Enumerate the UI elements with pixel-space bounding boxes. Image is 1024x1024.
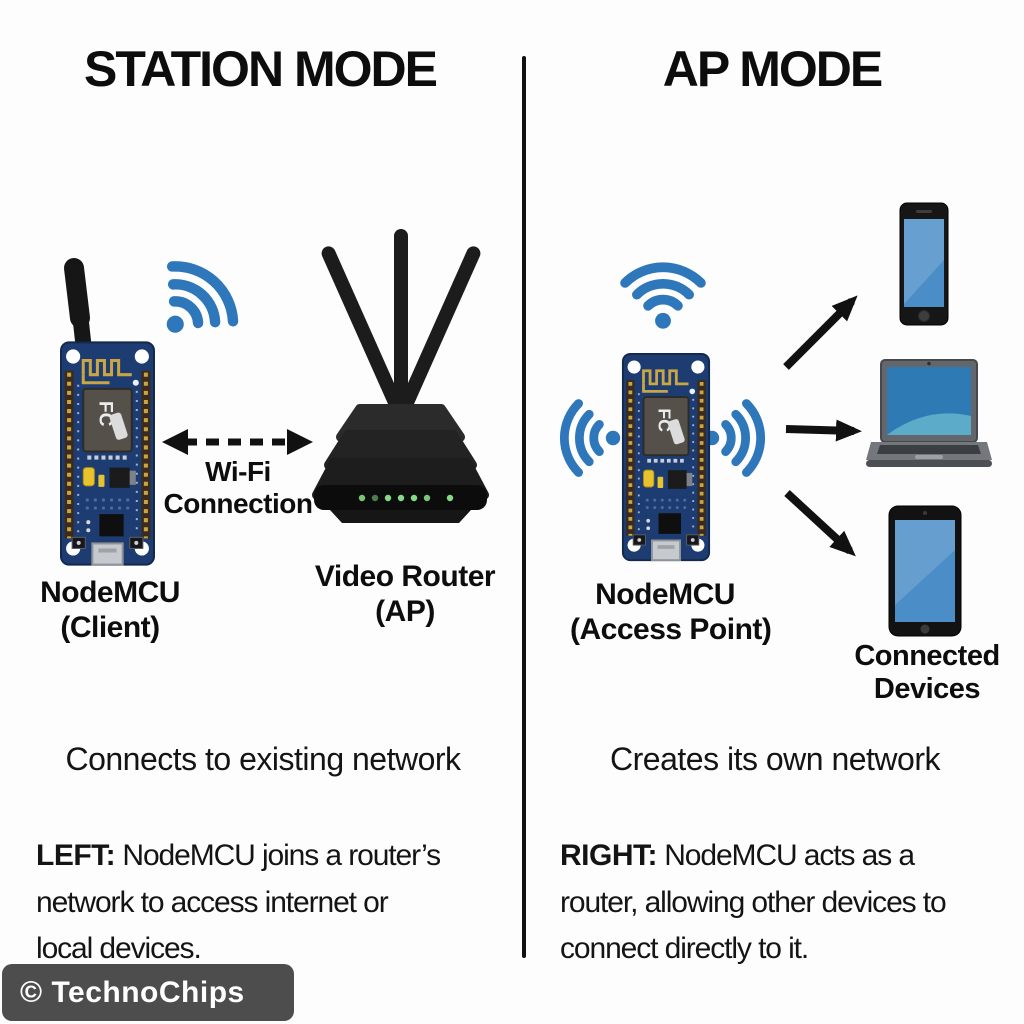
station-description-line1-text: NodeMCU joins a router’s (115, 839, 441, 872)
ap-wifi-left-icon (559, 399, 621, 477)
wifi-connection-line1: Wi-Fi (205, 456, 271, 487)
ap-label-line2: (Access Point) (570, 612, 772, 646)
ap-wifi-right-icon (704, 399, 766, 477)
station-description: LEFT: NodeMCU joins a router’s network t… (36, 833, 522, 973)
wifi-connection-line2: Connection (163, 488, 314, 520)
watermark-badge: © TechnoChips (2, 964, 294, 1021)
router-icon (312, 229, 489, 523)
wifi-connection-label: Wi-Fi Connection (158, 456, 318, 520)
ap-summary-text: Creates its own network (610, 741, 940, 777)
router-label-line1: Video Router (314, 560, 496, 593)
station-description-line1: LEFT: NodeMCU joins a router’s (36, 833, 522, 880)
connected-devices-line1: Connected (854, 640, 1000, 672)
station-description-line2: network to access internet or (36, 885, 389, 919)
vertical-divider (522, 56, 526, 958)
smartphone-icon (899, 202, 949, 326)
ap-description-line1: RIGHT: NodeMCU acts as a (560, 833, 1022, 880)
ap-label-line1: NodeMCU (595, 578, 735, 611)
ap-wifi-up-icon (620, 262, 706, 329)
router-label-line2: (AP) (375, 594, 435, 628)
station-mode-title: STATION MODE (84, 41, 438, 97)
connected-devices-label: Connected Devices (852, 640, 1002, 707)
ap-description-line2: router, allowing other devices to (560, 885, 947, 919)
ap-description-line1-text: NodeMCU acts as a (657, 839, 915, 872)
connected-devices-line2: Devices (873, 673, 981, 706)
nodemcu-client-label: NodeMCU (Client) (23, 576, 197, 645)
connection-arrows (783, 295, 862, 557)
nodemcu-access-point-label: NodeMCU (Access Point) (570, 578, 772, 647)
tablet-icon (888, 505, 962, 637)
ap-description-line3: connect directly to it. (560, 932, 809, 965)
ap-description-prefix: RIGHT: (560, 839, 658, 872)
station-wifi-signal-icon (166, 261, 239, 333)
nodemcu-board-client: FC (60, 341, 155, 566)
nodemcu-board-ap: FC (621, 352, 711, 562)
client-label-line1: NodeMCU (40, 576, 180, 609)
station-description-line3: local devices. (36, 932, 202, 965)
client-label-line2: (Client) (60, 610, 160, 644)
fcc-logo-text: FC (94, 401, 115, 427)
ap-description: RIGHT: NodeMCU acts as a router, allowin… (560, 833, 1022, 973)
laptop-icon (866, 359, 992, 467)
ap-mode-title: AP MODE (662, 41, 883, 97)
router-label: Video Router (AP) (312, 560, 498, 629)
watermark-text: © TechnoChips (20, 975, 245, 1009)
station-description-prefix: LEFT: (36, 839, 116, 872)
station-summary-text: Connects to existing network (65, 741, 461, 777)
wifi-connection-arrow (162, 429, 313, 455)
